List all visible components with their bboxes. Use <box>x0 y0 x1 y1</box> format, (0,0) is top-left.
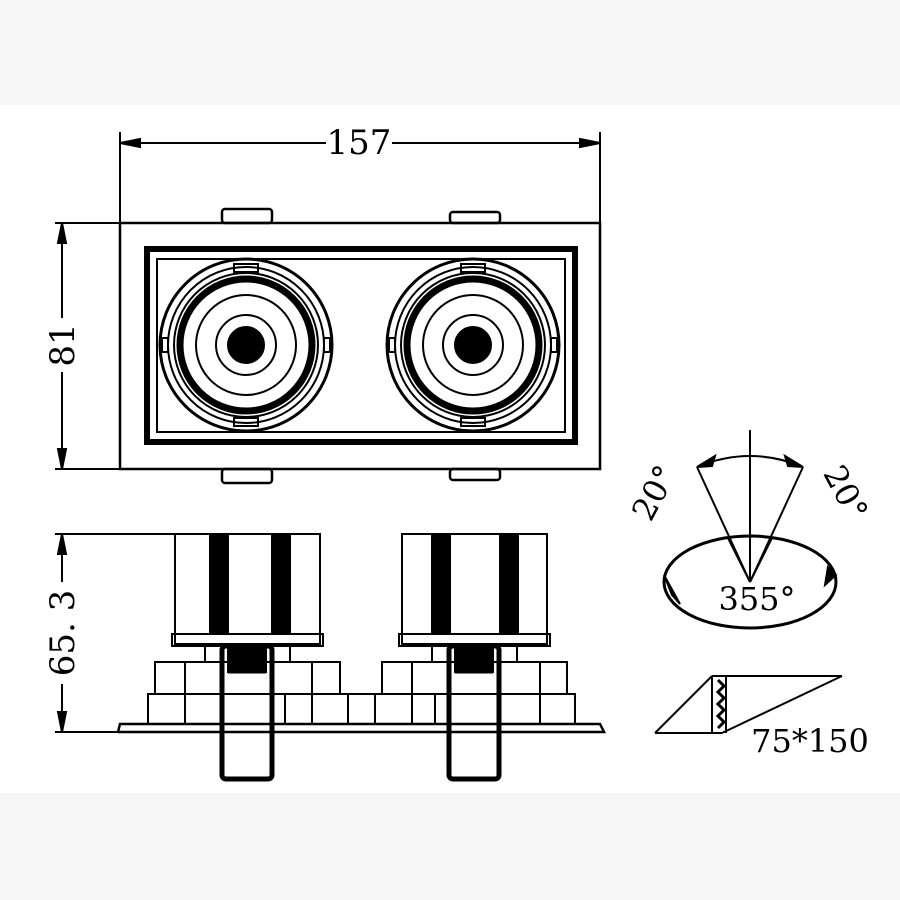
lamp-left <box>158 257 334 433</box>
top-view <box>55 132 602 485</box>
module-right <box>374 533 576 782</box>
clip-top-right <box>448 210 502 225</box>
lens-right <box>454 326 492 364</box>
width-dim-arrow-left <box>119 137 141 149</box>
height-dim-arrow-top <box>56 222 68 244</box>
height-dim-arrow-bottom <box>56 448 68 470</box>
center-housing <box>284 693 436 725</box>
rotation-label: 355° <box>718 580 795 618</box>
height-dim-label: 81 <box>43 323 83 366</box>
width-dim-label: 157 <box>327 123 392 163</box>
clip-bottom-right <box>448 467 502 482</box>
cutout-symbol <box>654 675 843 734</box>
outer-frame <box>118 221 602 471</box>
lens-left <box>227 326 265 364</box>
clip-top-left <box>220 207 274 225</box>
rotation-arrow-right <box>823 564 838 588</box>
clip-bottom-left <box>220 467 274 485</box>
depth-dim-label: 65. 3 <box>43 590 83 677</box>
inner-trim-outer <box>144 246 578 445</box>
angle-diagram <box>662 430 838 630</box>
depth-dim-arrow-top <box>56 533 68 555</box>
width-dim-arrow-right <box>579 137 601 149</box>
base-plate <box>116 722 607 734</box>
spring-right <box>446 643 502 782</box>
lamp-right <box>385 257 561 433</box>
spring-left <box>219 643 275 782</box>
side-view <box>55 533 607 782</box>
cutout-label: 75*150 <box>751 722 869 760</box>
depth-dim-arrow-bottom <box>56 711 68 733</box>
inner-trim-inner <box>156 258 566 433</box>
module-left <box>147 533 349 782</box>
rotation-arrow-left <box>663 574 681 605</box>
